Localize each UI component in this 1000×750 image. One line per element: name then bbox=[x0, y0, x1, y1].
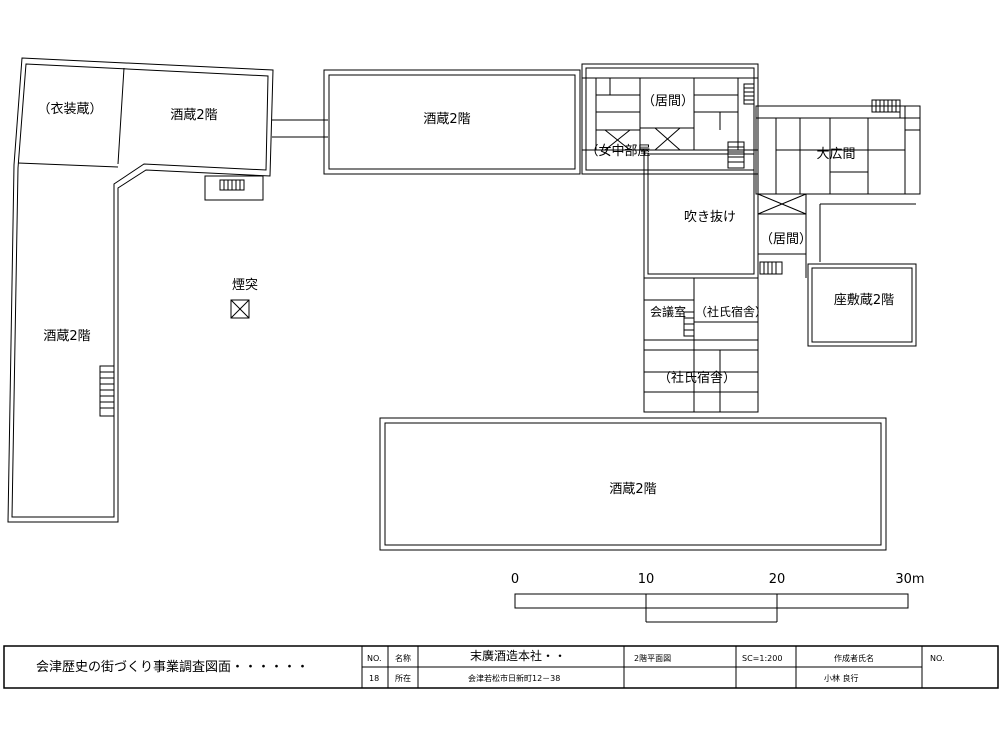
label-maid-room: （女中部屋 bbox=[585, 143, 650, 159]
label-staff-dormitory-1: （社氏宿舎） bbox=[695, 304, 767, 319]
building-location: 会津若松市日新町12－38 bbox=[468, 673, 560, 683]
north-warehouse-outline bbox=[323, 69, 581, 175]
scale-tick-0: 0 bbox=[511, 572, 519, 587]
chimney-symbol bbox=[230, 299, 250, 319]
label-chimney: 煙突 bbox=[232, 277, 258, 293]
name-label: 名称 bbox=[395, 653, 411, 663]
label-zashiki-warehouse: 座敷蔵2階 bbox=[834, 293, 894, 308]
label-living-room-mid: （居間） bbox=[760, 232, 812, 247]
building-name: 末廣酒造本社・・ bbox=[470, 648, 566, 663]
no-value: 18 bbox=[369, 674, 379, 683]
title-block-frame bbox=[3, 645, 999, 689]
connector-corridor bbox=[272, 119, 328, 138]
label-meeting-room: 会議室 bbox=[650, 304, 686, 319]
label-sake-warehouse-north: 酒蔵2階 bbox=[423, 112, 470, 127]
scale-bar bbox=[514, 593, 909, 623]
south-warehouse-outline bbox=[379, 417, 887, 551]
location-label: 所在 bbox=[395, 673, 411, 683]
label-living-room-top: （居間） bbox=[642, 94, 694, 109]
stair-west-wing bbox=[99, 365, 115, 417]
residence-top-block bbox=[581, 63, 759, 175]
west-warehouse-outline bbox=[7, 57, 274, 523]
drawing-title: 2階平面図 bbox=[634, 653, 671, 663]
author-label: 作成者氏名 bbox=[834, 653, 874, 663]
dormitory-block bbox=[643, 277, 759, 413]
label-large-hall: 大広間 bbox=[816, 147, 855, 162]
label-sake-warehouse-northwest: 酒蔵2階 bbox=[170, 108, 217, 123]
scale-tick-20: 20 bbox=[769, 572, 786, 587]
label-sake-warehouse-south: 酒蔵2階 bbox=[609, 482, 656, 497]
label-costume-storage: （衣装蔵） bbox=[37, 101, 102, 117]
scale-tick-10: 10 bbox=[638, 572, 655, 587]
drawing-scale: SC=1:200 bbox=[742, 654, 782, 663]
label-sake-warehouse-west: 酒蔵2階 bbox=[43, 329, 90, 344]
survey-title: 会津歴史の街づくり事業調査図面・・・・・・ bbox=[36, 659, 309, 675]
author-name: 小林 良行 bbox=[824, 673, 859, 683]
scale-tick-30m: 30m bbox=[895, 572, 924, 587]
zashiki-warehouse-outline bbox=[807, 263, 917, 347]
label-staff-dormitory-2: （社氏宿舎） bbox=[658, 370, 736, 386]
no-label-2: NO. bbox=[930, 654, 945, 663]
label-atrium: 吹き抜け bbox=[684, 209, 736, 225]
stair-landing-west bbox=[204, 175, 264, 201]
no-label: NO. bbox=[367, 654, 382, 663]
middle-living-room bbox=[757, 193, 807, 278]
